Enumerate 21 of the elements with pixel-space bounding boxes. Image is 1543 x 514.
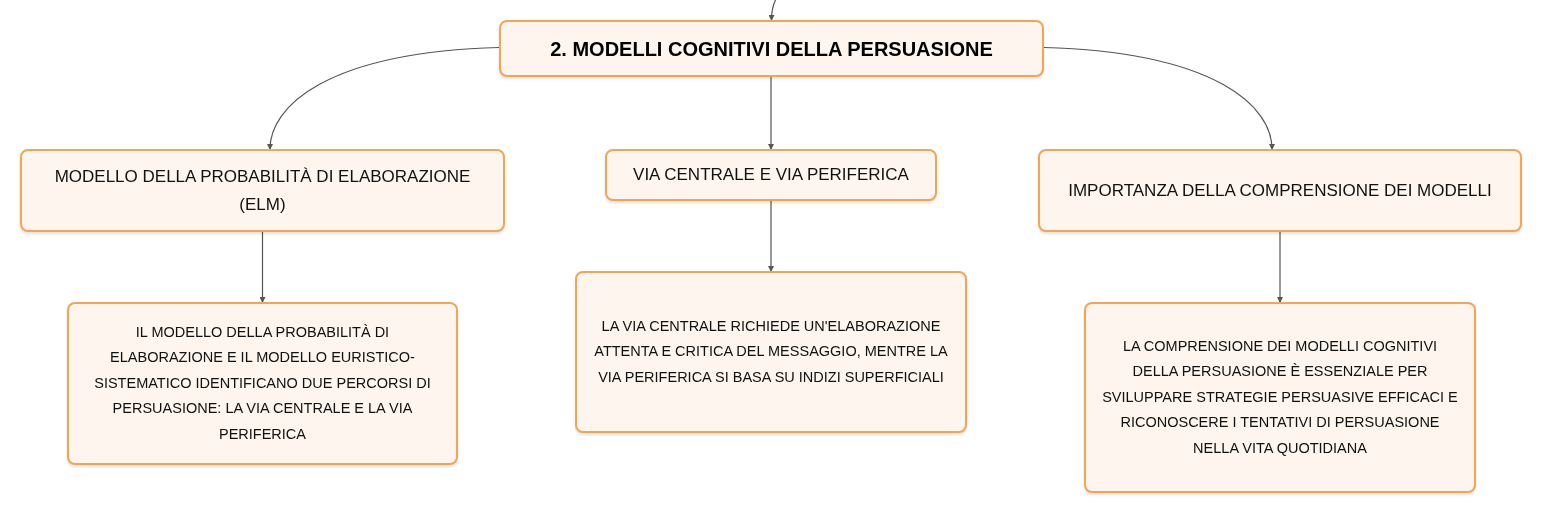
topic-text: LA COMPRENSIONE DEI MODELLI COGNITIVI DELLA PERSUASIONE È ESSENZIALE PER SVILUPPARE STRATEGIE PERSUASIVE EFFICACI E RICONOSCERE I TENTATIVI DI PERSUASIONE NELLA VITA QUOTIDIANA <box>1101 337 1459 458</box>
connector-arrow <box>768 76 774 150</box>
topic-box <box>1084 302 1476 493</box>
topic-text: LA VIA CENTRALE RICHIEDE UN'ELABORAZIONE ATTENTA E CRITICA DEL MESSAGGIO, MENTRE LA VIA PERIFERICA SI BASA SU INDIZI SUPERFICIALI <box>593 316 949 387</box>
connector-arrow <box>768 0 777 21</box>
connector-arrow <box>1043 46 1275 150</box>
connector-arrow <box>1277 231 1283 303</box>
topic-box <box>20 149 505 232</box>
connector-arrow <box>267 46 500 150</box>
topic-box <box>605 149 937 201</box>
connector-arrow <box>259 231 266 303</box>
topic-box <box>499 20 1044 77</box>
topic-text: IMPORTANZA DELLA COMPRENSIONE DEI MODELLI <box>1067 179 1493 202</box>
topic-text: 2. MODELLI COGNITIVI DELLA PERSUASIONE <box>549 36 994 62</box>
topic-box <box>575 271 967 433</box>
topic-text: VIA CENTRALE E VIA PERIFERICA <box>632 164 910 187</box>
topic-text: MODELLO DELLA PROBABILITÀ DI ELABORAZIONE (ELM) <box>53 166 472 216</box>
topic-box <box>67 302 458 465</box>
topic-text: IL MODELLO DELLA PROBABILITÀ DI ELABORAZIONE E IL MODELLO EURISTICO-SISTEMATICO IDENTIFICANO DUE PERCORSI DI PERSUASIONE: LA VIA CENTRALE E LA VIA PERIFERICA <box>93 323 432 444</box>
topic-box <box>1038 149 1522 232</box>
connector-arrow <box>768 200 774 272</box>
